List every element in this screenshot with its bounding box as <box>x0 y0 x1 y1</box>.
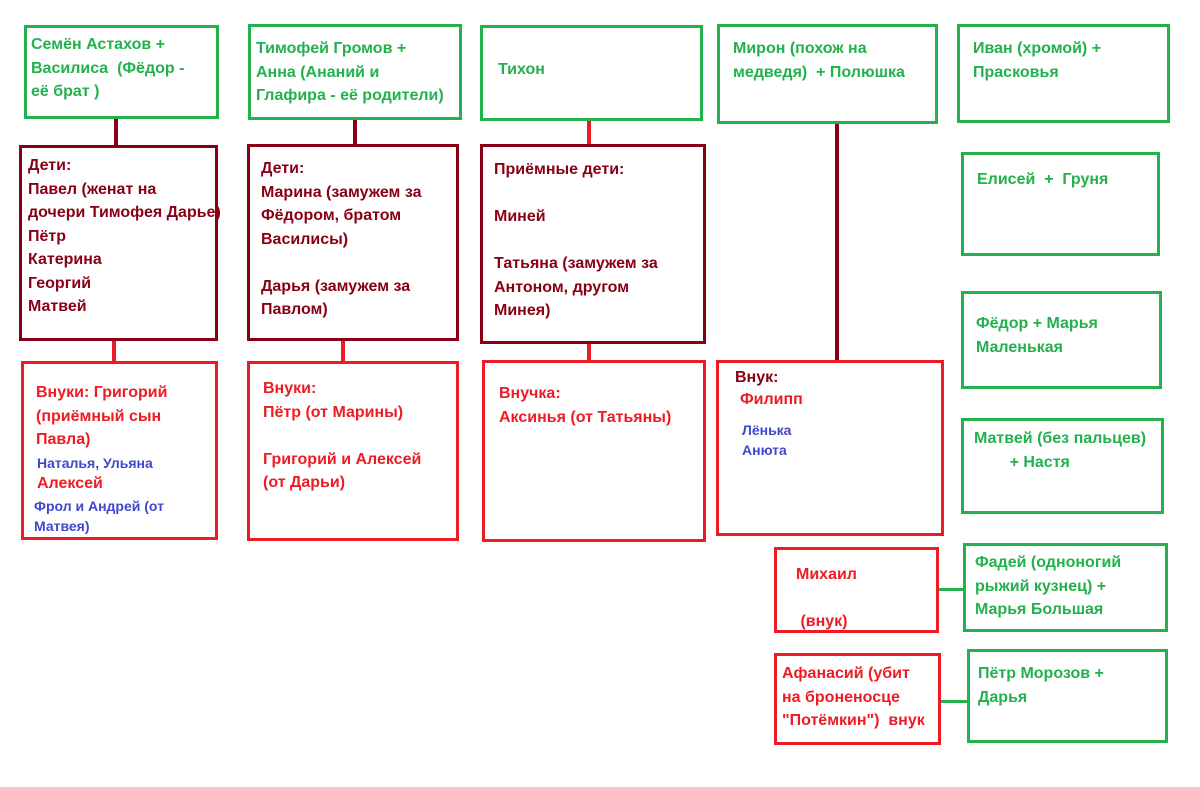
couple-box-pyotr <box>967 649 1168 743</box>
couple-box-elisey <box>961 152 1160 256</box>
mikhail-text: Михаил (внук) <box>796 566 857 630</box>
afanasiy-box <box>774 653 941 745</box>
connector-line <box>835 122 839 362</box>
grandchildren-box-astakhov <box>21 361 218 540</box>
children-box-tikhon <box>480 144 706 344</box>
children-text-astakhov: Дети: Павел (женат на дочери Тимофея Дар… <box>28 157 221 315</box>
grandchildren-text-gromov: Внуки: Пётр (от Марины) Григорий и Алекс… <box>263 380 422 491</box>
couple-box-matvey <box>961 418 1164 514</box>
couple-box-fyodor <box>961 291 1162 389</box>
children-box-astakhov <box>19 145 218 341</box>
grandchild-head-miron: Внук: <box>735 369 779 386</box>
parents-box-astakhov <box>24 25 219 119</box>
couple-text-pyotr: Пётр Морозов + Дарья <box>978 665 1104 706</box>
couple-text-fyodor: Фёдор + Марья Маленькая <box>976 315 1098 356</box>
mikhail-box <box>774 547 939 633</box>
grandchild-box-miron <box>716 360 944 536</box>
grandchildren-box-tikhon <box>482 360 706 542</box>
connector-line <box>341 339 345 363</box>
couple-box-ivan <box>957 24 1170 123</box>
grandchildren-blue-frol: Фрол и Андрей (от Матвея) <box>34 498 164 534</box>
couple-text-matvey: Матвей (без пальцев) + Настя <box>974 430 1147 471</box>
couple-box-fadey <box>963 543 1168 632</box>
parents-text-tikhon: Тихон <box>498 61 545 78</box>
connector-line <box>587 342 591 362</box>
grandchildren-head-astakhov: Внуки: Григорий (приёмный сын Павла) <box>36 384 168 448</box>
connector-line <box>353 119 357 146</box>
couple-text-ivan: Иван (хромой) + Прасковья <box>973 40 1102 81</box>
grandchild-filipp: Филипп <box>740 391 803 408</box>
children-text-tikhon: Приёмные дети: Миней Татьяна (замужем за… <box>494 161 658 319</box>
parents-text-gromov: Тимофей Громов + Анна (Ананий и Глафира … <box>256 40 444 104</box>
connector-line <box>938 700 970 703</box>
afanasiy-text: Афанасий (убит на броненосце "Потёмкин")… <box>782 665 925 729</box>
grandchildren-text-tikhon: Внучка: Аксинья (от Татьяны) <box>499 385 672 426</box>
couple-text-fadey: Фадей (одноногий рыжий кузнец) + Марья Б… <box>975 554 1122 618</box>
connector-line <box>587 119 591 146</box>
connector-line <box>114 117 118 147</box>
connector-line <box>936 588 966 591</box>
grandchildren-box-gromov <box>247 361 459 541</box>
children-box-gromov <box>247 144 459 341</box>
grandchild-blue-names: Лёнька Анюта <box>742 422 792 458</box>
parents-box-tikhon <box>480 25 703 121</box>
couple-text-elisey: Елисей + Груня <box>977 171 1109 188</box>
parents-text-miron: Мирон (похож на медведя) + Полюшка <box>733 40 905 81</box>
parents-box-miron <box>717 24 938 124</box>
parents-box-gromov <box>248 24 462 120</box>
connector-line <box>112 339 116 363</box>
children-text-gromov: Дети: Марина (замужем за Фёдором, братом… <box>261 160 422 318</box>
grandchildren-alexey: Алексей <box>37 475 103 492</box>
parents-text-astakhov: Семён Астахов + Василиса (Фёдор - её бра… <box>31 36 185 100</box>
grandchildren-blue-natalya: Наталья, Ульяна <box>37 455 153 471</box>
